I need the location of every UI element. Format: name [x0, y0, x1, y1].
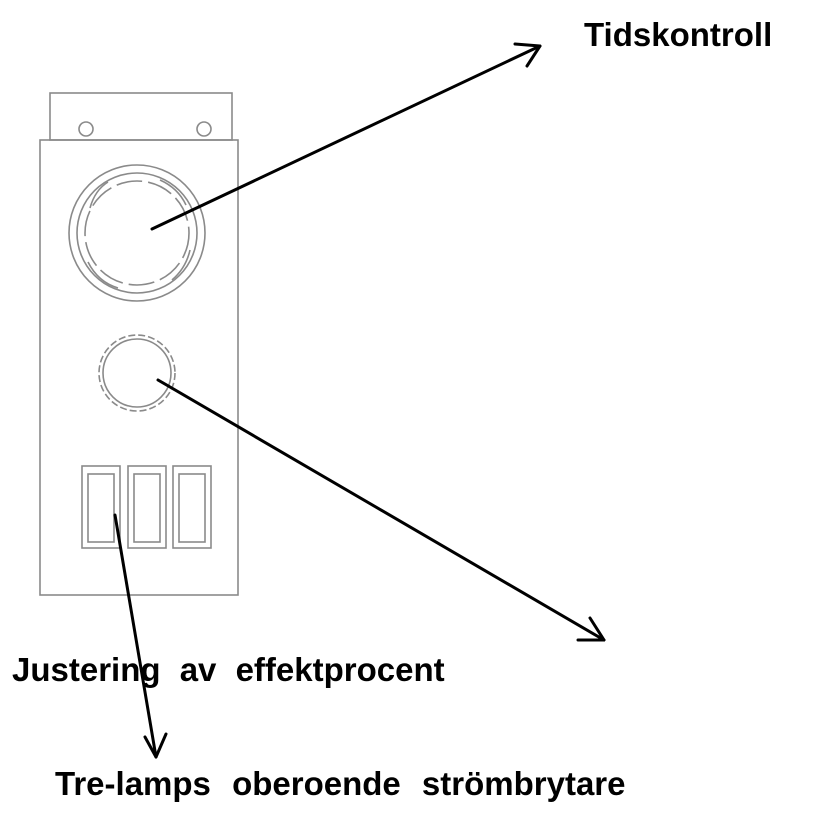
arrowhead-time-control [513, 42, 542, 68]
switch-3 [172, 465, 212, 549]
arrow-switches [113, 513, 158, 759]
power-adjust-label: Justering av effektprocent [12, 651, 445, 688]
power-knob [98, 334, 176, 412]
mounting-hole-left [78, 121, 94, 137]
switch-2 [127, 465, 167, 549]
switch-2-inner [133, 473, 161, 543]
time-control-label: Tidskontroll [584, 16, 773, 53]
mounting-bracket [49, 92, 233, 141]
arrowhead-switches [143, 732, 168, 759]
switch-1 [81, 465, 121, 549]
control-panel-device [39, 92, 239, 596]
arrow-power-adjust [156, 378, 606, 642]
arrowhead-power-adjust [576, 616, 606, 642]
switch-1-inner [87, 473, 115, 543]
timer-knob [68, 164, 206, 302]
switch-group [81, 465, 212, 549]
panel-body [39, 139, 239, 596]
pointer-arrows [113, 42, 606, 759]
switch-3-inner [178, 473, 206, 543]
arrow-time-control [150, 44, 542, 231]
switches-label: Tre-lamps oberoende strömbrytare [55, 765, 626, 802]
mounting-hole-right [196, 121, 212, 137]
